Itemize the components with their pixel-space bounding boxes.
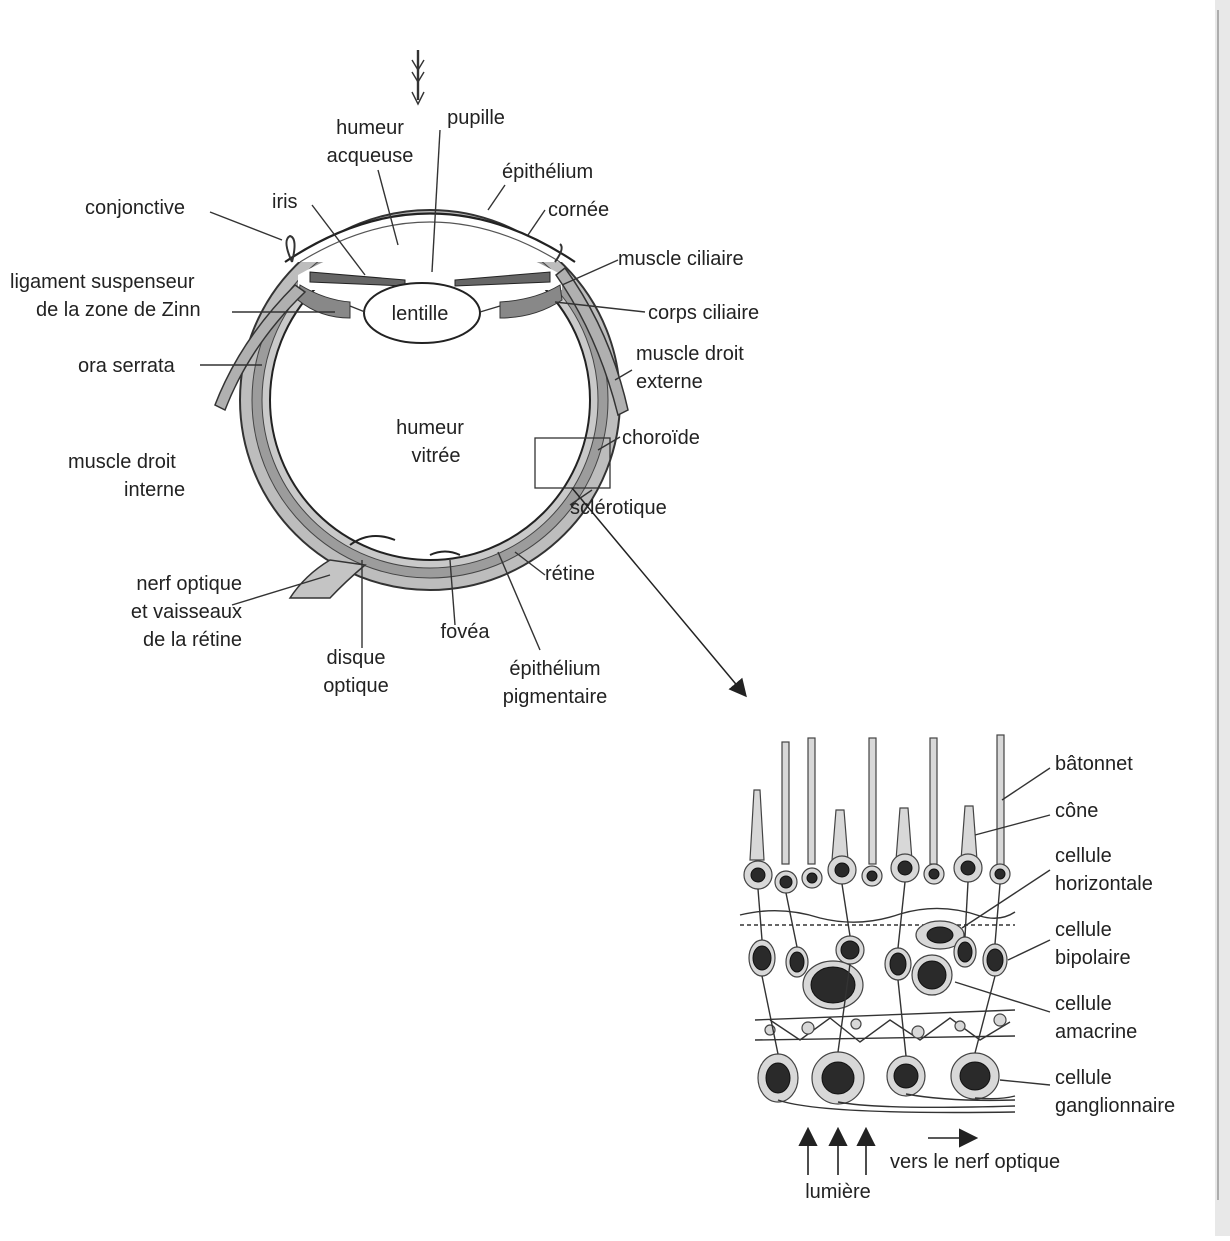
amacrine-cells <box>803 955 952 1009</box>
label-amacrine-1: cellule <box>1055 993 1112 1015</box>
label-horizontale-2: horizontale <box>1055 873 1153 895</box>
label-vers-nerf: vers le nerf optique <box>890 1151 1060 1173</box>
label-cone: cône <box>1055 800 1098 822</box>
label-ganglionnaire-2: ganglionnaire <box>1055 1095 1175 1117</box>
label-epithelium-pig-1: épithélium <box>509 658 600 680</box>
label-conjonctive: conjonctive <box>85 197 185 219</box>
label-muscle-droit-interne-2: interne <box>124 479 185 501</box>
label-ora-serrata: ora serrata <box>78 355 176 377</box>
label-disque-1: disque <box>327 647 386 669</box>
label-corps-ciliaire: corps ciliaire <box>648 302 759 324</box>
inner-plexiform-layer <box>755 1010 1015 1042</box>
optic-nerve <box>290 560 365 598</box>
label-retine: rétine <box>545 563 595 585</box>
label-lumiere: lumière <box>805 1181 871 1203</box>
label-nerf-1: nerf optique <box>136 573 242 595</box>
label-amacrine-2: amacrine <box>1055 1021 1137 1043</box>
label-bipolaire-2: bipolaire <box>1055 947 1131 969</box>
label-cornee: cornée <box>548 199 609 221</box>
label-bipolaire-1: cellule <box>1055 919 1112 941</box>
label-humeur-vitree-1: humeur <box>396 417 464 439</box>
label-horizontale-1: cellule <box>1055 845 1112 867</box>
ganglion-cells <box>758 1052 999 1104</box>
label-nerf-3: de la rétine <box>143 629 242 651</box>
label-humeur-acqueuse-1: humeur <box>336 117 404 139</box>
label-choroide: choroïde <box>622 427 700 449</box>
light-arrow-top <box>412 50 424 104</box>
label-nerf-2: et vaisseaux <box>131 601 242 623</box>
label-muscle-ciliaire: muscle ciliaire <box>618 248 744 270</box>
retina-detail: bâtonnet cône cellule horizontale cellul… <box>740 735 1175 1203</box>
label-fovea: fovéa <box>441 621 491 643</box>
label-ligament-2: de la zone de Zinn <box>36 299 201 321</box>
label-muscle-droit-externe-2: externe <box>636 371 703 393</box>
label-pupille: pupille <box>447 107 505 129</box>
label-lentille: lentille <box>392 303 449 325</box>
light-arrows <box>808 1130 866 1175</box>
label-epithelium-pig-2: pigmentaire <box>503 686 608 708</box>
conjunctiva <box>286 236 294 262</box>
label-sclerotique: sclérotique <box>570 497 667 519</box>
label-muscle-droit-externe-1: muscle droit <box>636 343 744 365</box>
label-iris: iris <box>272 191 298 213</box>
label-humeur-acqueuse-2: acqueuse <box>327 145 414 167</box>
photoreceptor-outer-segments <box>750 735 1004 865</box>
label-epithelium: épithélium <box>502 161 593 183</box>
label-muscle-droit-interne-1: muscle droit <box>68 451 176 473</box>
label-ganglionnaire-1: cellule <box>1055 1067 1112 1089</box>
label-batonnet: bâtonnet <box>1055 753 1133 775</box>
label-humeur-vitree-2: vitrée <box>412 445 461 467</box>
label-disque-2: optique <box>323 675 389 697</box>
label-ligament-1: ligament suspenseur <box>10 271 195 293</box>
eye-cross-section: humeur acqueuse pupille épithélium corné… <box>10 50 759 708</box>
bipolar-cells <box>749 936 1007 980</box>
